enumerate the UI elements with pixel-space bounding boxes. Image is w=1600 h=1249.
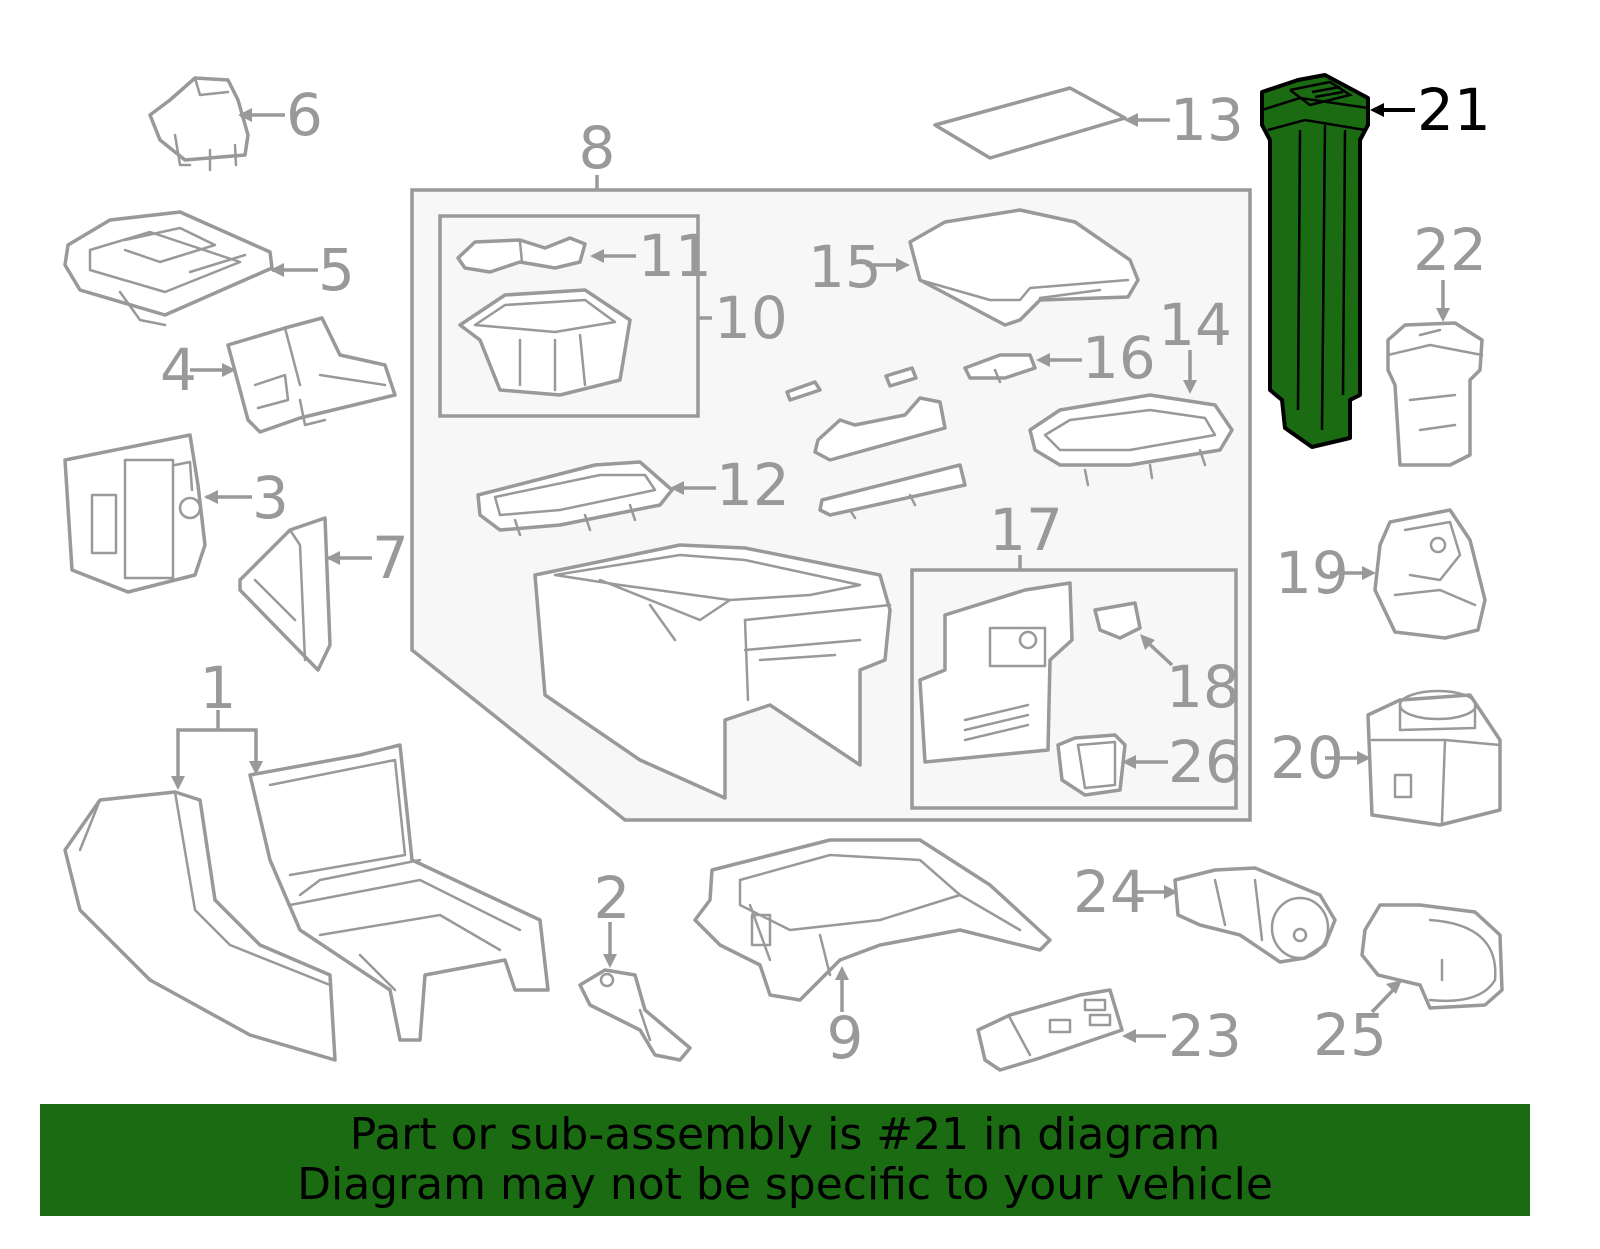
- callout-3: 3: [252, 464, 289, 532]
- callout-17: 17: [989, 496, 1063, 564]
- part-6: [148, 76, 250, 172]
- callout-6: 6: [286, 81, 323, 149]
- part-20: [1366, 689, 1502, 827]
- callout-9: 9: [827, 1004, 864, 1072]
- part-17-panel: [918, 581, 1074, 764]
- part-14: [1028, 393, 1234, 487]
- callout-19: 19: [1275, 539, 1349, 607]
- callout-2: 2: [594, 864, 631, 932]
- banner-line-2: Diagram may not be specific to your vehi…: [297, 1159, 1273, 1210]
- part-7: [238, 516, 332, 672]
- callout-23: 23: [1168, 1002, 1242, 1070]
- callout-18: 18: [1166, 653, 1240, 721]
- callout-15: 15: [808, 233, 882, 301]
- part-18: [1093, 601, 1142, 640]
- small-clips: [785, 366, 967, 520]
- callout-8: 8: [579, 114, 616, 182]
- info-banner: Part or sub-assembly is #21 in diagram D…: [40, 1104, 1530, 1216]
- part-19: [1373, 508, 1487, 640]
- part-2: [578, 968, 692, 1062]
- callout-4: 4: [160, 336, 197, 404]
- part-12: [476, 460, 674, 537]
- callout-5: 5: [318, 236, 355, 304]
- callout-11: 11: [638, 222, 712, 290]
- banner-line-1: Part or sub-assembly is #21 in diagram: [349, 1109, 1221, 1160]
- part-10-tray: [458, 288, 632, 397]
- callout-1: 1: [200, 654, 237, 722]
- callout-24: 24: [1073, 858, 1147, 926]
- callout-22: 22: [1413, 216, 1487, 284]
- callout-10: 10: [714, 284, 788, 352]
- part-1: [63, 743, 550, 1062]
- callout-21: 21: [1417, 76, 1491, 144]
- part-16: [963, 353, 1037, 384]
- part-15: [908, 208, 1140, 327]
- part-21-highlighted: [1260, 73, 1370, 449]
- callout-20: 20: [1270, 724, 1344, 792]
- callout-14: 14: [1158, 291, 1232, 359]
- callout-12: 12: [716, 451, 790, 519]
- part-5: [63, 210, 274, 327]
- callout-7: 7: [372, 524, 409, 592]
- callout-16: 16: [1082, 324, 1156, 392]
- part-24: [1173, 866, 1337, 964]
- callout-26: 26: [1168, 728, 1242, 796]
- callout-13: 13: [1170, 86, 1244, 154]
- part-25: [1360, 903, 1504, 1010]
- part-13: [933, 86, 1127, 160]
- part-8-console-body: [533, 543, 892, 800]
- part-22: [1386, 321, 1484, 467]
- part-23: [976, 988, 1124, 1072]
- part-9: [693, 838, 1052, 1002]
- part-4: [226, 316, 397, 434]
- part-3: [63, 433, 207, 594]
- part-26: [1056, 733, 1127, 797]
- callout-25: 25: [1313, 1001, 1387, 1069]
- part-11: [456, 236, 587, 274]
